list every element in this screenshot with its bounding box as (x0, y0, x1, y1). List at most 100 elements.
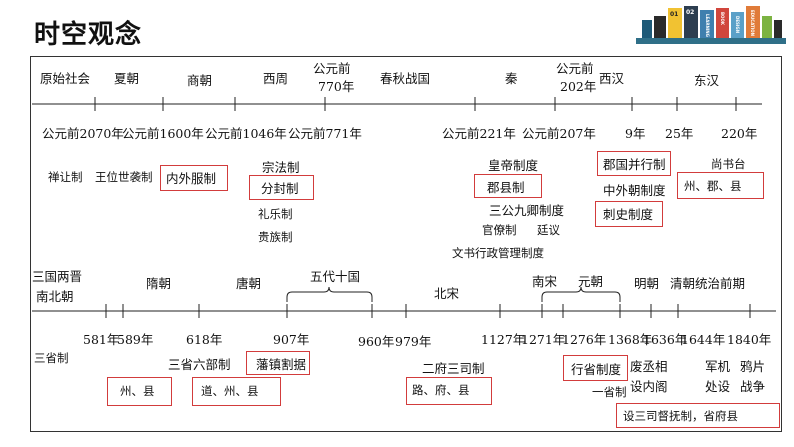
system-label: 三公九卿制度 (489, 203, 565, 218)
system-label: 处设 (705, 379, 731, 394)
year-label: 907年 (273, 332, 310, 347)
system-label: 廷议 (537, 223, 560, 237)
wudai-bracket (286, 286, 373, 302)
era-label: 西周 (263, 71, 289, 86)
system-label: 路、府、县 (412, 383, 470, 397)
system-label: 设内阁 (630, 379, 668, 394)
system-label: 尚书台 (711, 157, 746, 171)
system-label: 郡国并行制 (603, 157, 666, 172)
highlight-box (406, 377, 492, 405)
top-ticks (94, 97, 737, 111)
era-label: 夏朝 (114, 71, 140, 86)
highlight-box (677, 172, 764, 199)
system-label: 州、县 (120, 384, 155, 398)
system-label: 王位世袭制 (95, 170, 153, 184)
system-label: 中外朝制度 (603, 183, 666, 198)
highlight-box (192, 377, 281, 406)
year-label: 1127年 (481, 332, 526, 347)
era-label: 原始社会 (40, 71, 91, 86)
highlight-box (616, 403, 780, 428)
highlight-box (249, 175, 314, 200)
year-label: 979年 (395, 334, 432, 349)
system-label: 藩镇割据 (256, 357, 307, 372)
year-label: 公元前2070年 (42, 126, 124, 141)
system-label: 军机 (705, 359, 731, 374)
era-label: 商朝 (187, 73, 213, 88)
year-label: 1368年 (608, 332, 653, 347)
highlight-box (474, 174, 542, 198)
year-label: 公元前1046年 (205, 126, 287, 141)
year-label: 1271年 (521, 332, 566, 347)
era-label: 唐朝 (236, 276, 262, 291)
year-label: 公元前207年 (522, 126, 596, 141)
system-label: 官僚制 (482, 223, 517, 237)
era-label: 隋朝 (146, 276, 172, 291)
system-label: 皇帝制度 (488, 158, 539, 173)
highlight-box (246, 351, 310, 375)
book-label: DESIGN (735, 16, 740, 34)
era-label: 五代十国 (310, 269, 361, 284)
year-label: 1644年 (681, 332, 726, 347)
era-label: 明朝 (634, 276, 660, 291)
books-illustration: 01 02 LEARNING BOOK DESIGN EDUCATION (636, 6, 786, 46)
era-label: 春秋战国 (380, 71, 431, 86)
year-label: 1840年 (727, 332, 772, 347)
book-label: EDUCATION (750, 10, 755, 36)
highlight-box (597, 151, 671, 176)
book-label: BOOK (720, 12, 725, 25)
yuan-bracket (541, 286, 621, 302)
era-label: 西汉 (599, 71, 625, 86)
system-label: 设三司督抚制，省府县 (623, 409, 738, 423)
year-label: 公元前771年 (288, 126, 362, 141)
era-label: 东汉 (694, 73, 720, 88)
system-label: 贵族制 (258, 230, 293, 244)
year-label: 公元前1600年 (122, 126, 204, 141)
era-label: 元朝 (578, 274, 604, 289)
year-label: 25年 (665, 126, 694, 141)
system-label: 三省制 (34, 351, 69, 365)
highlight-box (595, 201, 663, 227)
book-label: LEARNING (705, 14, 710, 37)
timeline-frame (30, 56, 782, 432)
highlight-box (563, 355, 628, 381)
year-label: 960年 (358, 334, 395, 349)
system-label: 分封制 (261, 181, 299, 196)
system-label: 战争 (740, 379, 766, 394)
year-label: 1636年 (643, 332, 688, 347)
system-label: 刺史制度 (603, 207, 654, 222)
era-label: 南宋 (532, 274, 558, 289)
system-label: 内外服制 (166, 171, 217, 186)
system-label: 州、郡、县 (684, 179, 742, 193)
book-label: 02 (686, 9, 695, 16)
system-label: 行省制度 (571, 362, 622, 377)
year-label: 1276年 (562, 332, 607, 347)
page-title: 时空观念 (34, 20, 143, 50)
era-label: 770年 (318, 79, 355, 94)
system-label: 三省六部制 (168, 357, 231, 372)
highlight-box (160, 165, 228, 191)
year-label: 581年 (83, 332, 120, 347)
system-label: 郡县制 (487, 180, 525, 195)
era-label: 公元前 (313, 61, 351, 76)
era-label: 南北朝 (36, 289, 74, 304)
system-label: 禅让制 (48, 170, 83, 184)
system-label: 二府三司制 (422, 361, 485, 376)
system-label: 礼乐制 (258, 207, 293, 221)
system-label: 鸦片 (740, 359, 766, 374)
era-label: 北宋 (434, 286, 460, 301)
era-label: 三国两晋 (32, 269, 83, 284)
book-label: 01 (670, 11, 679, 18)
system-label: 道、州、县 (201, 384, 259, 398)
era-label: 202年 (560, 79, 597, 94)
year-label: 9年 (625, 126, 646, 141)
year-label: 220年 (721, 126, 758, 141)
system-label: 废丞相 (630, 359, 668, 374)
year-label: 618年 (186, 332, 223, 347)
era-label: 秦 (505, 71, 518, 86)
system-label: 宗法制 (262, 160, 300, 175)
system-label: 一省制 (592, 385, 627, 399)
highlight-box (107, 377, 172, 406)
era-label: 清朝统治前期 (670, 276, 746, 291)
era-label: 公元前 (556, 61, 594, 76)
